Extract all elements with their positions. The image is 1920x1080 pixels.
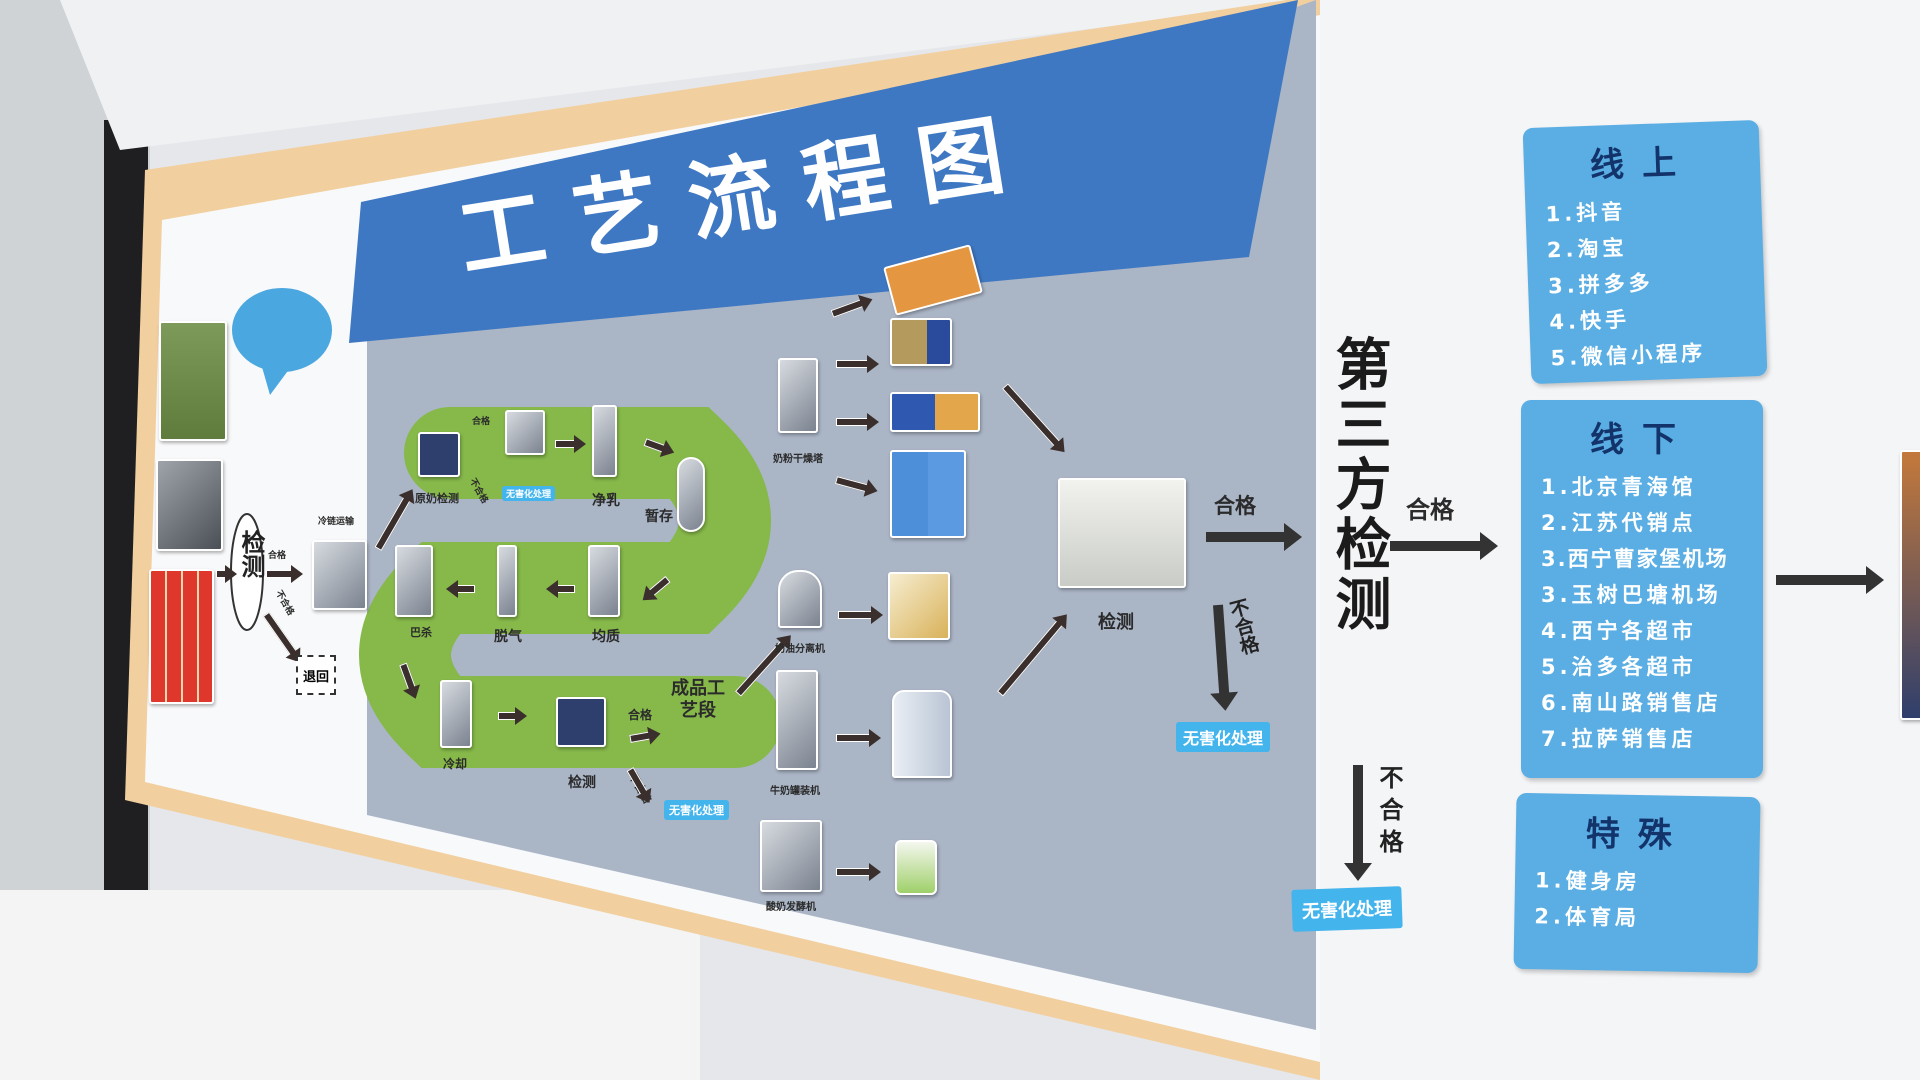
- arrow-third-party-fail: [1353, 765, 1363, 865]
- product-arrow-2: [836, 355, 879, 373]
- inspection-pass-label: 合格: [1214, 494, 1256, 518]
- harmless-badge-top: 无害化处理: [502, 486, 556, 501]
- source-check-label: 检测: [237, 530, 265, 578]
- homogenize-label: 均质: [592, 629, 620, 645]
- harmless-badge-bottom: 无害化处理: [664, 800, 729, 820]
- special-title: 特殊: [1585, 814, 1691, 856]
- third-party-label: 第三方检测: [1326, 335, 1391, 635]
- degasser: [497, 545, 517, 617]
- online-item: 5.微信小程序: [1550, 340, 1707, 371]
- third-party-fail-label: 不合格: [1375, 765, 1403, 861]
- arrow-third-party-pass: [1390, 532, 1498, 560]
- third-party-harmless-badge: 无害化处理: [1291, 886, 1403, 932]
- product-arrow-7: [836, 863, 881, 881]
- pasture-photo: [159, 321, 227, 441]
- offline-item: 6.南山路销售店: [1541, 691, 1722, 715]
- arrow-to-check: [216, 565, 237, 583]
- storage-label: 暂存: [645, 509, 673, 525]
- herdsman-photo: [156, 459, 223, 551]
- loop-arrow-5: [455, 585, 475, 593]
- raw-milk-tester: [418, 432, 460, 477]
- loop-arrow-1: [555, 435, 586, 453]
- cold-chain-truck: [312, 540, 367, 610]
- arrow-to-next: [1776, 566, 1884, 594]
- product-arrow-6: [836, 729, 881, 747]
- speech-bubble: [232, 288, 332, 372]
- milk-filler: [776, 670, 818, 770]
- offline-item: 2.江苏代销点: [1541, 511, 1697, 535]
- purify-label: 净乳: [592, 493, 620, 509]
- partial-image-right: [1900, 450, 1920, 720]
- machine-label-2: 奶油分离机: [775, 644, 825, 655]
- offline-item: 4.西宁各超市: [1541, 619, 1697, 643]
- pasteurize-label: 巴杀: [410, 626, 432, 639]
- offline-title: 线下: [1590, 420, 1694, 460]
- purifier-machine: [592, 405, 617, 477]
- product-powder-box: [890, 318, 952, 366]
- cool-label: 冷却: [443, 757, 468, 771]
- filter-machine: [505, 410, 545, 455]
- arrow-inspection-pass: [1206, 523, 1302, 551]
- cream-separator: [778, 570, 822, 628]
- return-box: 退回: [296, 655, 336, 695]
- product-arrow-3: [836, 413, 879, 431]
- degas-label: 脱气: [494, 629, 522, 645]
- product-yogurt-bucket: [895, 840, 937, 895]
- powder-dryer: [778, 358, 818, 433]
- product-milk-bottles: [892, 690, 952, 778]
- product-butter: [888, 572, 950, 640]
- arrow-source-pass: [266, 565, 303, 583]
- yogurt-fermenter: [760, 820, 822, 892]
- homogenizer: [588, 545, 620, 617]
- product-arrow-5: [838, 606, 883, 624]
- raw-milk-test-label: 原奶检测: [415, 492, 459, 505]
- inspection-machine: [1058, 478, 1186, 588]
- raw-pass-label: 合格: [472, 417, 491, 427]
- special-item: 2.体育局: [1534, 904, 1641, 931]
- inspection-harmless-badge: 无害化处理: [1176, 722, 1271, 752]
- certificate-cards: [149, 569, 214, 704]
- loop-pass-label: 合格: [628, 708, 653, 722]
- test-label: 检测: [568, 775, 596, 791]
- offline-panel: 线下 1.北京青海馆 2.江苏代销点 3.西宁曹家堡机场 3.玉树巴塘机场 4.…: [1521, 400, 1763, 778]
- cooler: [440, 680, 472, 748]
- online-panel: 线上 1.抖音 2.淘宝 3.拼多多 4.快手 5.微信小程序: [1522, 119, 1768, 385]
- offline-item: 3.玉树巴塘机场: [1541, 583, 1722, 607]
- special-panel: 特殊 1.健身房 2.体育局: [1513, 792, 1761, 974]
- finished-stage-label: 成品工艺段: [671, 678, 725, 721]
- pasteurizer: [395, 545, 433, 617]
- offline-item: 7.拉萨销售店: [1541, 727, 1697, 751]
- title-banner: [349, 0, 1298, 343]
- product-powder-pack: [890, 392, 980, 432]
- machine-label-3: 牛奶罐装机: [770, 786, 820, 797]
- offline-item: 5.治多各超市: [1541, 655, 1697, 679]
- third-party-pass-label: 合格: [1406, 496, 1454, 524]
- loop-arrow-7: [498, 707, 527, 725]
- loop-arrow-4: [555, 585, 575, 593]
- online-title: 线上: [1589, 142, 1695, 186]
- product-milk-powder-bags: [890, 450, 966, 538]
- special-item: 1.健身房: [1534, 868, 1641, 895]
- inspection-label: 检测: [1098, 612, 1134, 633]
- storage-tank: [677, 457, 705, 532]
- offline-item: 3.西宁曹家堡机场: [1541, 547, 1729, 571]
- machine-label-4: 酸奶发酵机: [766, 902, 816, 913]
- cold-chain-label: 冷链运输: [318, 517, 355, 527]
- machine-label-1: 奶粉干燥塔: [773, 454, 823, 465]
- source-pass-label: 合格: [268, 551, 287, 561]
- offline-item: 1.北京青海馆: [1541, 475, 1697, 499]
- final-tester: [556, 697, 606, 747]
